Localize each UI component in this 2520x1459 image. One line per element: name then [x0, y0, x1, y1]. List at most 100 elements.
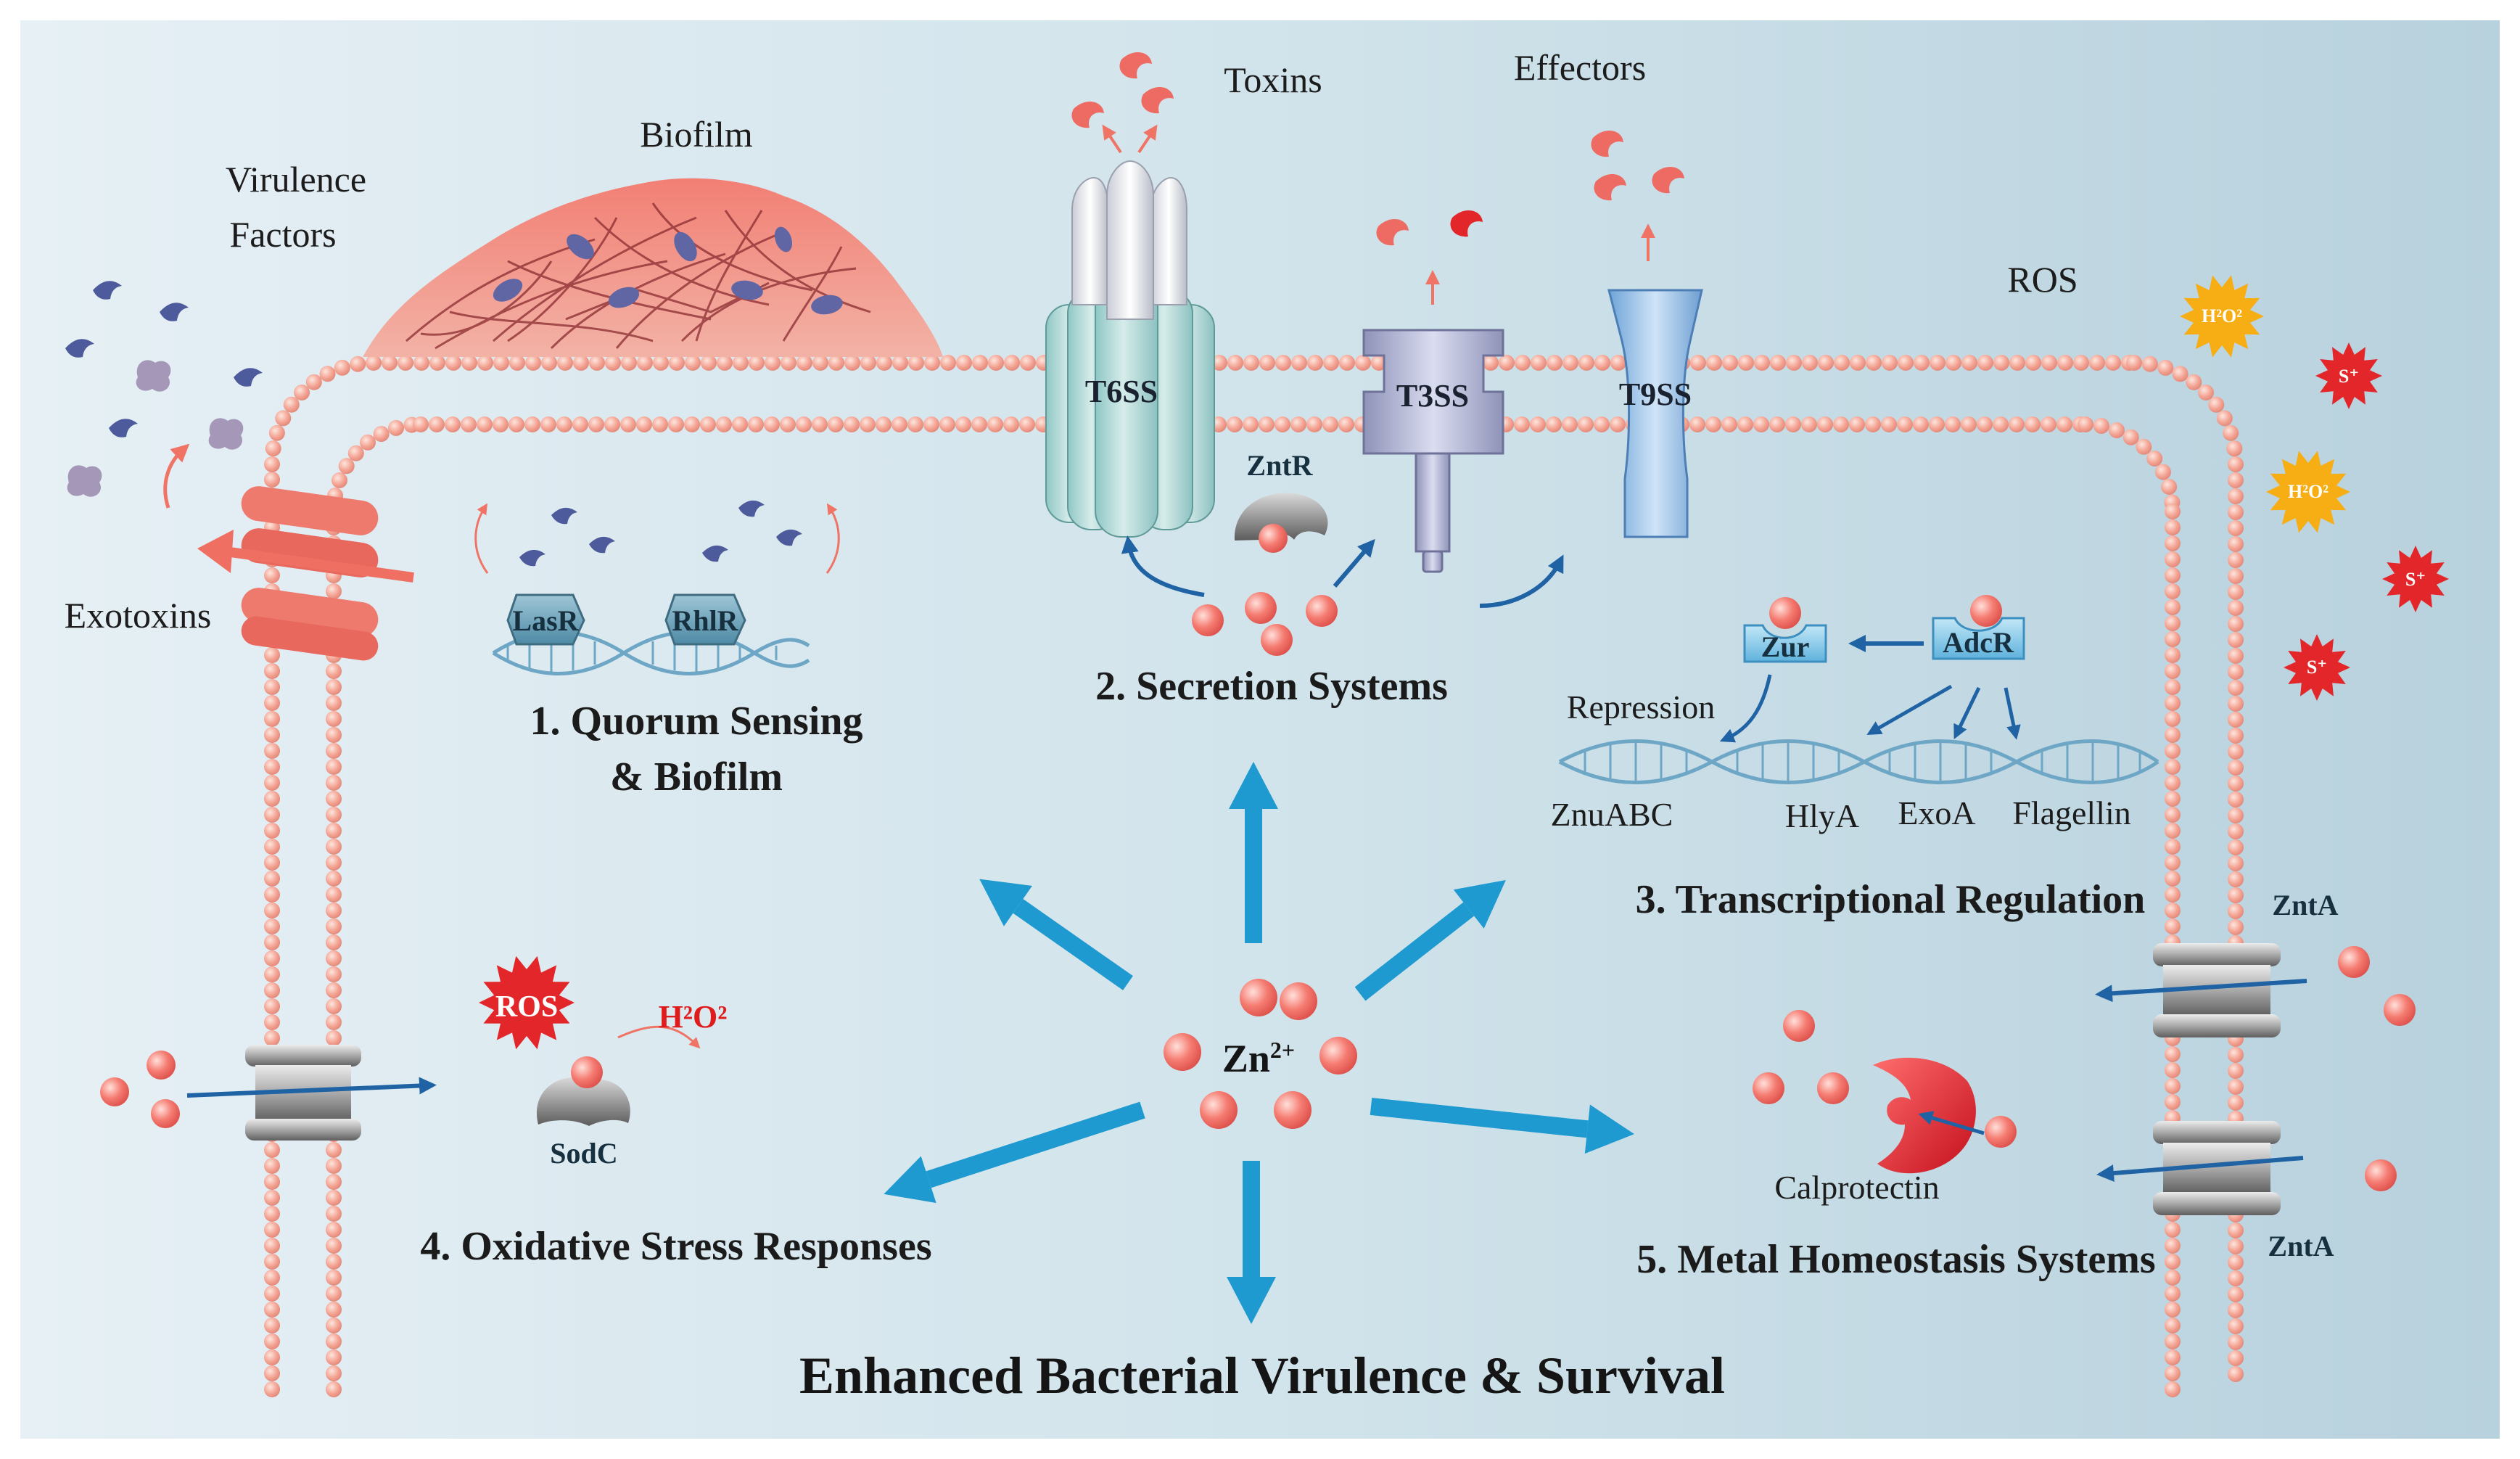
membrane-bead: [1945, 416, 1961, 432]
membrane-bead: [2165, 663, 2181, 679]
adcr-exoa-arrow: [1953, 686, 1981, 740]
membrane-bead: [1993, 355, 2009, 371]
membrane-bead: [326, 839, 342, 855]
membrane-bead: [2093, 418, 2109, 434]
membrane-bead: [1785, 416, 1801, 432]
membrane-bead: [2228, 552, 2244, 568]
t3ss-label: T3SS: [1396, 378, 1470, 414]
s-badge-2: S⁺: [2405, 569, 2426, 590]
membrane-bead: [780, 416, 796, 432]
membrane-bead: [2228, 728, 2244, 744]
biofilm-bacteria: [493, 226, 843, 315]
membrane-bead: [2165, 1318, 2181, 1333]
exotoxins-label: Exotoxins: [64, 595, 212, 636]
membrane-bead: [264, 855, 280, 871]
membrane-bead: [1977, 416, 1993, 432]
toxin-particles: [1071, 52, 1684, 246]
membrane-bead: [264, 743, 280, 759]
membrane-bead: [2165, 775, 2181, 791]
membrane-bead: [1882, 355, 1898, 371]
membrane-bead: [326, 679, 342, 695]
membrane-bead: [2228, 792, 2244, 807]
membrane-bead: [2165, 791, 2181, 807]
membrane-bead: [477, 355, 493, 371]
membrane-bead: [1594, 355, 1610, 371]
membrane-bead: [652, 416, 668, 432]
section-metal-homeostasis: 5. Metal Homeostasis Systems: [1636, 1237, 2156, 1282]
membrane-bead: [1849, 416, 1865, 432]
membrane-bead: [429, 416, 445, 432]
lasr-protein: [506, 593, 585, 646]
section-secretion-systems: 2. Secretion Systems: [1095, 664, 1448, 709]
membrane-bead: [264, 1174, 280, 1190]
stress-badge-shape: [479, 955, 575, 1050]
membrane-bead: [326, 934, 342, 950]
zinc-ion: [1306, 595, 1338, 627]
membrane-bead: [326, 871, 342, 887]
membrane-bead: [264, 663, 280, 679]
membrane-bead: [1594, 416, 1610, 432]
membrane-bead: [1322, 416, 1338, 432]
membrane-bead: [326, 711, 342, 727]
membrane-bead: [2228, 744, 2244, 760]
membrane-bead: [1770, 355, 1786, 371]
zinc-ion: [1817, 1072, 1849, 1104]
section-quorum-sensing-line1: 1. Quorum Sensing: [530, 699, 863, 744]
t9ss-arrow: [1479, 554, 1564, 608]
membrane-bead: [508, 416, 524, 432]
membrane-bead: [326, 663, 342, 679]
membrane-bead: [429, 355, 445, 371]
stress-badge-shape: [2284, 634, 2350, 701]
zinc-ion: [1319, 1037, 1357, 1074]
ros-to-h2o2-arrow: [617, 1025, 701, 1049]
membrane-bead: [1562, 355, 1578, 371]
membrane-bead: [1929, 416, 1945, 432]
membrane-bead: [2228, 1350, 2244, 1366]
membrane-bead: [908, 355, 924, 371]
membrane-bead: [2228, 823, 2244, 839]
membrane-bead: [1515, 355, 1531, 371]
membrane-bead: [2165, 567, 2181, 583]
membrane-bead: [1004, 355, 1020, 371]
membrane-bead: [2228, 504, 2244, 520]
membrane-bead: [1754, 355, 1770, 371]
membrane-bead: [1690, 355, 1706, 371]
membrane-bead: [1850, 355, 1866, 371]
znta-bottom-label: ZntA: [2268, 1230, 2334, 1262]
membrane-bead: [1817, 416, 1833, 432]
membrane-bead: [1913, 416, 1929, 432]
membrane-bead: [2228, 1095, 2244, 1111]
zinc-ion: [1164, 1033, 1201, 1071]
membrane-bead: [557, 355, 573, 371]
membrane-bead: [1818, 355, 1834, 371]
zinc-ion: [1280, 982, 1317, 1020]
membrane-bead: [1259, 355, 1275, 371]
znta-channel-top: [2095, 943, 2307, 1037]
membrane-bead: [844, 416, 860, 432]
membrane-bead: [264, 1238, 280, 1254]
diagram-title: Enhanced Bacterial Virulence & Survival: [799, 1347, 1725, 1405]
membrane-bead: [2025, 355, 2041, 371]
membrane-bead: [2228, 919, 2244, 935]
membrane-bead: [1738, 355, 1754, 371]
membrane-bead: [2073, 355, 2089, 371]
membrane-bead: [2165, 1046, 2181, 1062]
membrane-bead: [2223, 424, 2239, 441]
membrane-bead: [2165, 1365, 2181, 1381]
zinc-ion: [100, 1077, 129, 1106]
membrane-bead: [1019, 416, 1035, 432]
membrane-bead: [1865, 416, 1881, 432]
membrane-bead: [461, 416, 477, 432]
membrane-bead: [264, 1381, 280, 1397]
membrane-bead: [264, 982, 280, 998]
membrane-bead: [1802, 355, 1818, 371]
membrane-bead: [1753, 416, 1769, 432]
membrane-bead: [2228, 903, 2244, 919]
membrane-bead: [796, 355, 812, 371]
membrane-bead: [2109, 422, 2125, 438]
membrane-bead: [956, 355, 972, 371]
zinc-ion: [2365, 1159, 2397, 1191]
membrane-bead: [876, 355, 892, 371]
membrane-bead: [2165, 1238, 2181, 1254]
membrane-bead: [1306, 416, 1322, 432]
